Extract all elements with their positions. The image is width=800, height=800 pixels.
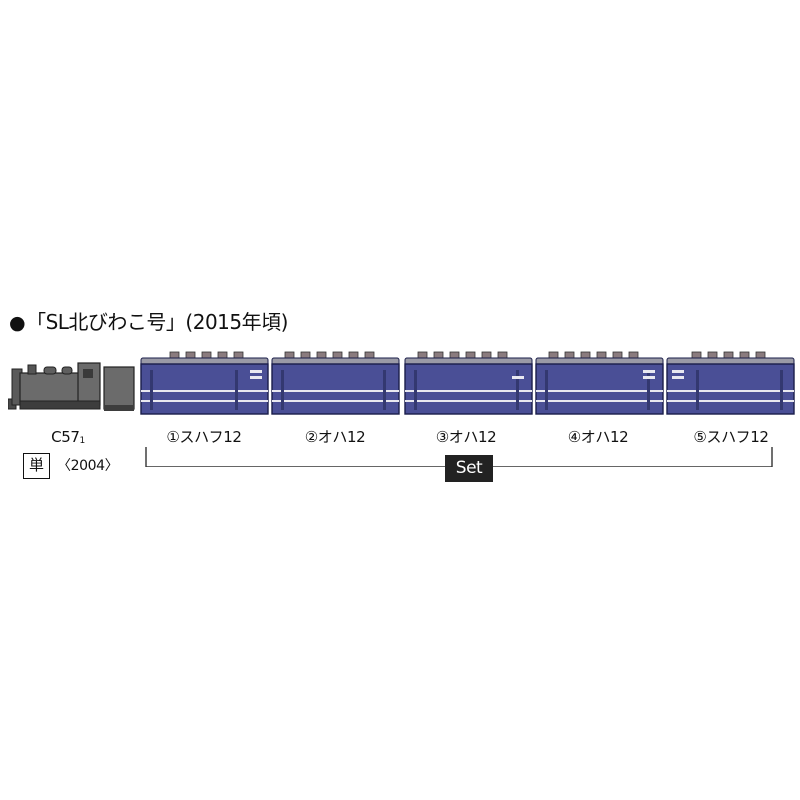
car-3-illustration: [404, 350, 533, 420]
title-text: 「SL北びわこ号」(2015年頃): [26, 310, 288, 334]
car-4-illustration: [535, 350, 664, 420]
set-bracket: [145, 447, 773, 467]
car-1-illustration: [140, 350, 269, 420]
car-5-label: ⑤スハフ12: [693, 428, 769, 446]
bullet-icon: ●: [9, 312, 26, 334]
set-badge: Set: [445, 455, 493, 482]
car-4-label: ④オハ12: [567, 428, 629, 446]
formation-title: ●「SL北びわこ号」(2015年頃): [9, 307, 288, 338]
single-item-badge: 単: [23, 453, 50, 479]
car-2-label: ②オハ12: [304, 428, 366, 446]
car-2-illustration: [271, 350, 400, 420]
car-3-label: ③オハ12: [435, 428, 497, 446]
car-1-label: ①スハフ12: [166, 428, 242, 446]
car-5-illustration: [666, 350, 795, 420]
locomotive-catalog-number: 〈2004〉: [57, 458, 119, 474]
locomotive-c57-illustration: [8, 355, 136, 417]
locomotive-label: C571: [51, 428, 85, 446]
